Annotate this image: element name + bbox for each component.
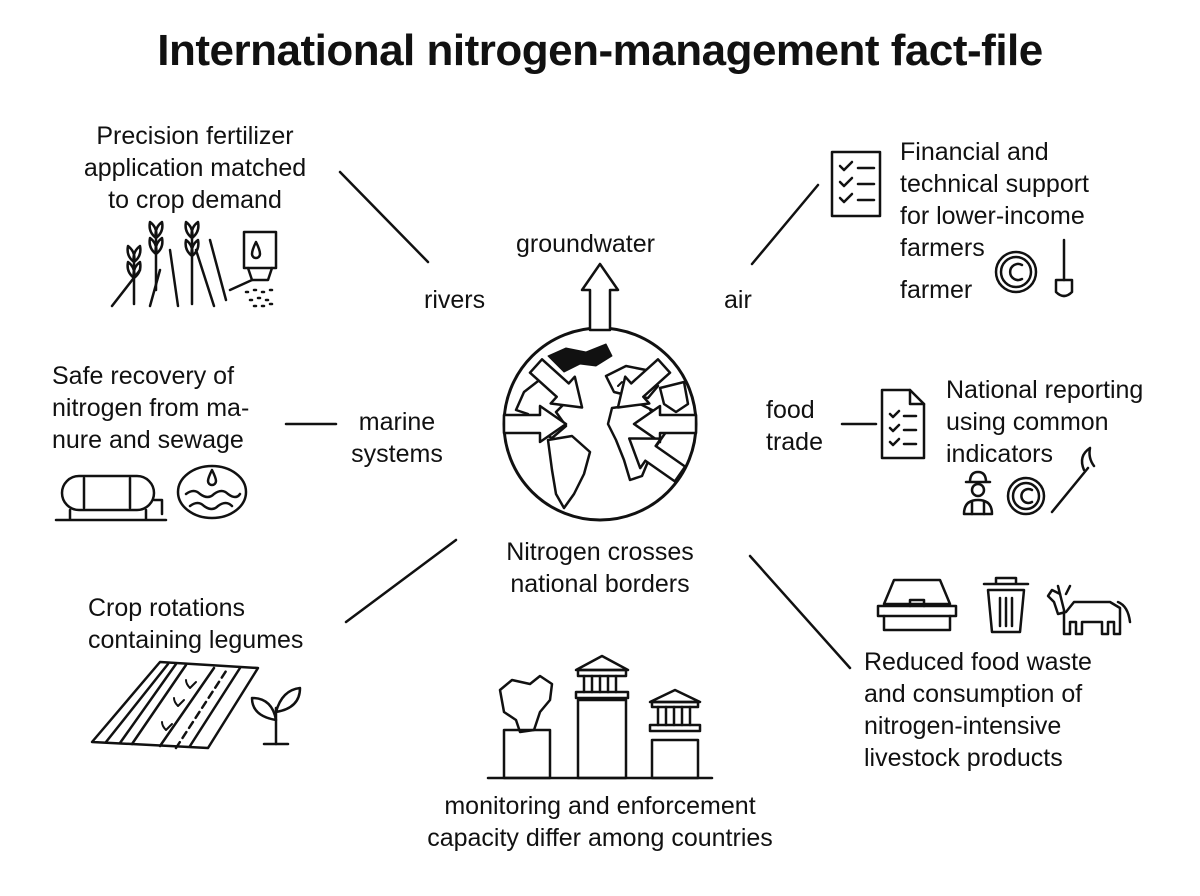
sickle-icon — [1050, 446, 1096, 514]
spade-icon — [1054, 238, 1074, 298]
arrow-groundwater — [580, 262, 620, 332]
wheat-icon — [126, 220, 200, 306]
rivers-label: rivers — [424, 286, 486, 314]
legume-field-icon — [90, 660, 260, 750]
national-reporting-text: National reporting using common indicato… — [946, 376, 1144, 468]
bottom-caption: monitoring and enforcement capacity diff… — [427, 792, 773, 852]
food-trade-label: food trade — [766, 396, 823, 456]
farmer-label: farmer — [900, 276, 973, 304]
connector-financial — [750, 183, 820, 266]
connector-precision — [338, 170, 430, 264]
farmer-icon — [962, 470, 994, 516]
diagram-title: International nitrogen-management fact-f… — [157, 26, 1043, 75]
government-building-icon — [574, 654, 630, 700]
connector-rotations — [344, 538, 458, 624]
tank-icon — [54, 474, 168, 522]
report-document-icon — [880, 388, 926, 460]
country-map-icon — [498, 674, 554, 780]
checklist-icon — [830, 150, 882, 218]
government-building-icon — [648, 688, 702, 733]
crop-rows-icon — [110, 238, 228, 308]
marine-systems-label: marine systems — [351, 408, 443, 468]
precision-fertilizer-text: Precision fertilizer application matched… — [83, 122, 307, 214]
center-label: Nitrogen crosses national borders — [506, 538, 694, 598]
seedling-icon — [250, 686, 302, 746]
fertilizer-dispenser-icon — [228, 230, 278, 308]
arrow-marine — [502, 404, 568, 444]
food-waste-text: Reduced food waste and consumption of ni… — [864, 648, 1092, 772]
trash-can-icon — [982, 576, 1030, 634]
manure-pond-icon — [176, 464, 248, 520]
financial-support-text: Financial and technical support for lowe… — [900, 138, 1090, 262]
connector-food-waste — [748, 554, 852, 670]
bar-chart-icon — [576, 698, 700, 780]
crop-rotation-text: Crop rotations containing legumes — [88, 594, 304, 654]
air-label: air — [724, 286, 752, 314]
arrow-air — [616, 358, 672, 409]
copyright-icon — [1006, 476, 1046, 516]
arrow-trade-southeast — [627, 437, 687, 483]
arrow-food-trade — [632, 404, 698, 444]
cow-icon — [1046, 584, 1132, 636]
arrow-rivers — [528, 358, 584, 409]
manure-recovery-text: Safe recovery of nitrogen from ma- nure … — [52, 362, 250, 454]
copyright-icon — [994, 250, 1038, 294]
food-container-icon — [876, 578, 958, 632]
groundwater-label: groundwater — [516, 230, 655, 258]
